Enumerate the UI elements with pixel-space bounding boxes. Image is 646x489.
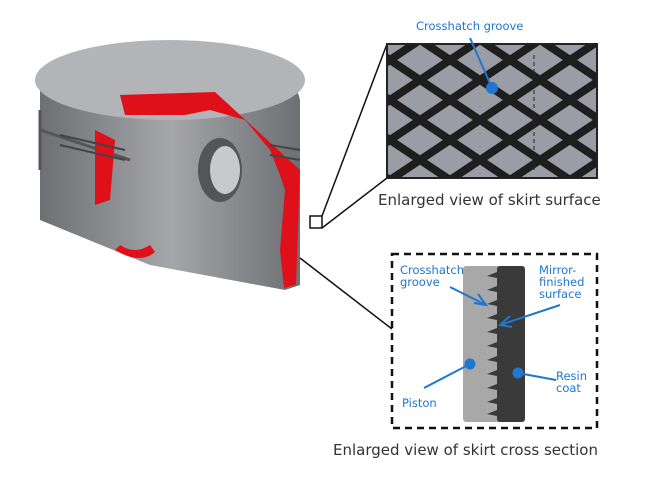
callout-pointer [469, 37, 493, 89]
groove-arrow-icon [449, 286, 489, 307]
magnified-region-marker [309, 215, 323, 229]
mirror-finished-label: Mirror- finished surface [539, 263, 585, 301]
zoom-leader-line [321, 43, 388, 217]
resin-coat-layer [497, 266, 525, 422]
zoom-leader-line [321, 177, 388, 229]
zoom-leader-line [299, 257, 393, 330]
resin-dot [512, 367, 524, 379]
groove-teeth [487, 272, 497, 416]
skirt-surface-photo [386, 43, 598, 179]
piston-dot [464, 358, 476, 370]
mirror-surface-arrow-icon [497, 304, 561, 328]
cross-section-pointers [423, 286, 561, 389]
piston-label: Piston [402, 396, 437, 410]
callout-dot [486, 82, 498, 94]
resin-coat-label: Resin coat [556, 369, 588, 395]
crosshatch-groove-callout: Crosshatch groove [416, 19, 524, 33]
surface-caption: Enlarged view of skirt surface [378, 191, 601, 209]
cross-section-caption: Enlarged view of skirt cross section [333, 441, 598, 459]
piston-illustration [35, 40, 323, 290]
cross-section-frame [390, 252, 599, 430]
crosshatch-groove-label: Crosshatch groove [400, 263, 464, 289]
